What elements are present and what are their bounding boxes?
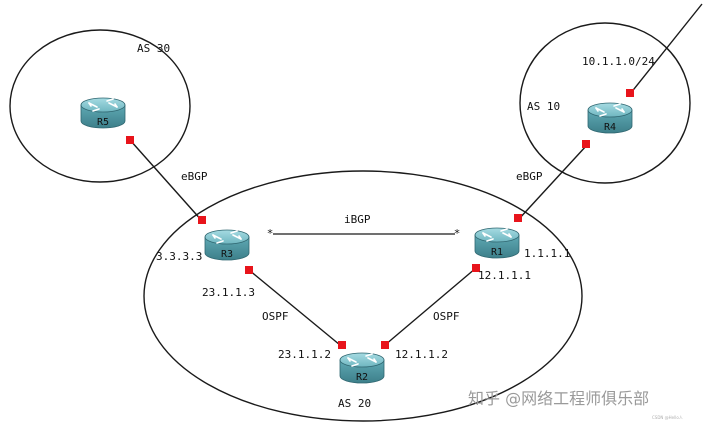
port-marker-r5: [126, 136, 134, 144]
router-r1[interactable]: R1: [474, 227, 520, 259]
link-label-r1-r2: OSPF: [433, 310, 460, 323]
router-r2[interactable]: R2: [339, 352, 385, 384]
as10-region: [519, 22, 691, 184]
port-marker-r1-down: [472, 264, 480, 272]
as30-label: AS 30: [137, 42, 170, 55]
addr-r1-to-r2: 12.1.1.1: [478, 269, 531, 282]
addr-r2-to-r1: 12.1.1.2: [395, 348, 448, 361]
port-marker-r2-right: [381, 341, 389, 349]
as20-label: AS 20: [338, 397, 371, 410]
port-marker-r4-up: [626, 89, 634, 97]
link-r5-r3: [129, 139, 204, 223]
as20-region: [143, 170, 583, 422]
link-r1-r2: [384, 267, 477, 346]
router-r4-label: R4: [604, 122, 616, 133]
router-r2-label: R2: [356, 372, 368, 383]
port-marker-r2-left: [338, 341, 346, 349]
port-marker-r3-down: [245, 266, 253, 274]
link-r3-r2: [248, 269, 341, 346]
port-markers: [126, 89, 634, 349]
link-r4-external: [629, 3, 703, 95]
as10-label: AS 10: [527, 100, 560, 113]
router-r5[interactable]: R5: [80, 97, 126, 129]
link-r4-r1: [517, 144, 588, 221]
watermark-small: CSDN @Hello人: [652, 415, 683, 420]
port-marker-r4-down: [582, 140, 590, 148]
port-marker-r1-up: [514, 214, 522, 222]
addr-r1-loopback: 1.1.1.1: [524, 247, 570, 260]
watermark-text: 知乎 @网络工程师俱乐部: [468, 389, 649, 408]
link-label-ibgp: iBGP: [344, 213, 371, 226]
router-r1-label: R1: [491, 247, 503, 258]
port-marker-r3-up: [198, 216, 206, 224]
link-label-r3-r2: OSPF: [262, 310, 289, 323]
addr-r3-to-r2: 23.1.1.3: [202, 286, 255, 299]
router-r3[interactable]: R3: [204, 229, 250, 261]
addr-r4-network: 10.1.1.0/24: [582, 55, 655, 68]
addr-r2-to-r3: 23.1.1.2: [278, 348, 331, 361]
ibgp-endpoint-right: *: [454, 227, 461, 240]
router-r5-label: R5: [97, 117, 109, 128]
ibgp-endpoint-left: *: [267, 227, 274, 240]
router-r4[interactable]: R4: [587, 102, 633, 134]
link-label-r4-r1: eBGP: [516, 170, 543, 183]
as30-region: [9, 29, 191, 183]
link-label-r5-r3: eBGP: [181, 170, 208, 183]
addr-r3-loopback: 3.3.3.3: [156, 250, 202, 263]
router-r3-label: R3: [221, 249, 233, 260]
